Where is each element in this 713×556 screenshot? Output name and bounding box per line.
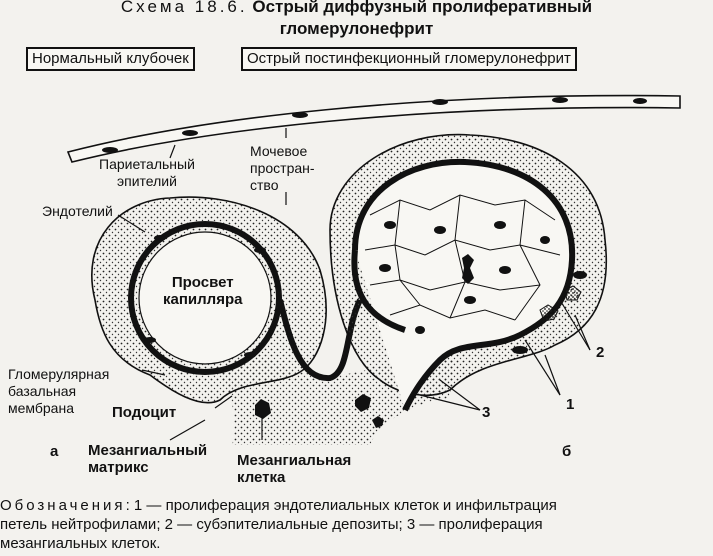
normal-capillary [128, 221, 282, 375]
legend: Обозначения: 1 — пролиферация эндотелиал… [0, 496, 713, 553]
urinary-space-label: Мочевое простран- ство [250, 143, 315, 193]
gbm-label: Гломерулярная базальная мембрана [8, 366, 110, 416]
capillary-lumen-label: Просвет капилляра [163, 274, 243, 308]
panel-b-label: б [562, 443, 572, 460]
proliferative-capillary [351, 158, 587, 412]
panel-a-label: а [50, 443, 59, 460]
mesangial-cell-label: Мезангиальная клетка [237, 452, 352, 486]
subepithelial-deposits [539, 285, 582, 322]
scheme-title-line-2: гломерулонефрит [279, 19, 434, 38]
number-1-label: 1 [566, 396, 575, 413]
legend-heading: Обозначения [0, 497, 126, 514]
scheme-title: Схема 18.6. Острый диффузный пролиферати… [0, 0, 713, 40]
leader-lines [117, 128, 591, 441]
podocyte-label: Подоцит [112, 404, 177, 421]
mesangial-matrix-label: Мезангиальный матрикс [88, 442, 208, 476]
number-2-label: 2 [596, 344, 605, 361]
legend-line-1: Обозначения: 1 — пролиферация эндотелиал… [0, 497, 557, 514]
endothelium-label: Эндотелий [42, 203, 113, 219]
parietal-epithelium [66, 94, 681, 163]
scheme-number: Схема 18.6. [120, 0, 248, 16]
legend-line-2: петель нейтрофилами; 2 — субэпителиальны… [0, 516, 543, 533]
normal-glomerulus-box: Нормальный клубочек [26, 47, 195, 71]
parietal-epithelium-label: Париетальный эпителий [99, 156, 195, 189]
legend-line-3: мезангиальных клеток. [0, 535, 161, 552]
scheme-title-line-1: Острый диффузный пролиферативный [252, 0, 593, 16]
number-3-label: 3 [482, 404, 491, 421]
mesangial-cells [255, 394, 384, 428]
acute-gn-box: Острый постинфекционный гломерулонефрит [241, 47, 577, 71]
